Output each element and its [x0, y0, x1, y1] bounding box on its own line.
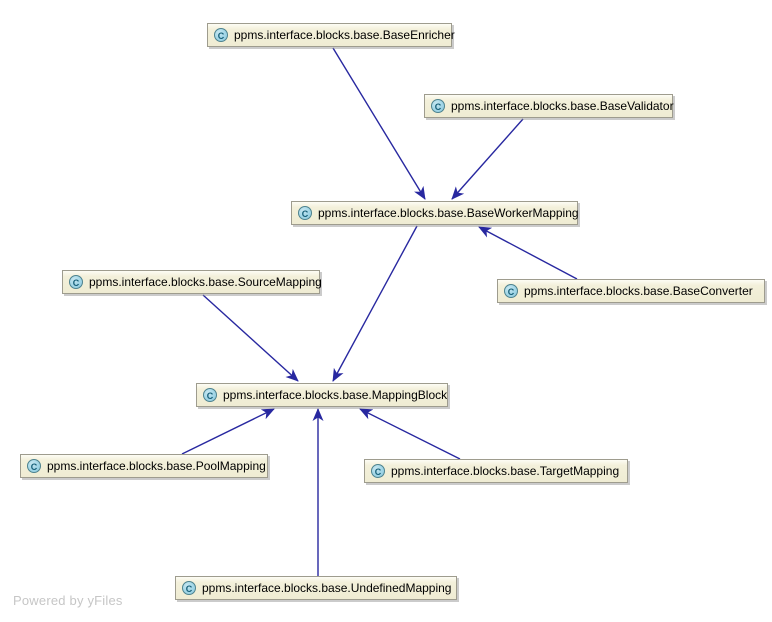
edge-source-mapping-to-mapping-block — [202, 294, 299, 382]
class-icon: C — [214, 28, 228, 42]
class-node-label: ppms.interface.blocks.base.UndefinedMapp… — [202, 581, 452, 595]
class-node-label: ppms.interface.blocks.base.MappingBlock — [223, 388, 448, 402]
class-icon: C — [371, 464, 385, 478]
class-icon: C — [298, 206, 312, 220]
class-node-label: ppms.interface.blocks.base.BaseWorkerMap… — [318, 206, 579, 220]
class-node-label: ppms.interface.blocks.base.BaseEnricher — [234, 28, 455, 42]
class-node-label: ppms.interface.blocks.base.PoolMapping — [47, 459, 266, 473]
yfiles-watermark: Powered by yFiles — [13, 593, 123, 608]
edge-base-validator-to-base-worker-mapping — [451, 118, 524, 200]
class-icon: C — [27, 459, 41, 473]
edge-base-enricher-to-base-worker-mapping — [332, 47, 426, 200]
class-node-label: ppms.interface.blocks.base.BaseValidator — [451, 99, 674, 113]
class-icon: C — [431, 99, 445, 113]
edge-base-worker-mapping-to-mapping-block — [332, 225, 418, 382]
class-icon: C — [69, 275, 83, 289]
class-icon: C — [504, 284, 518, 298]
class-icon: C — [182, 581, 196, 595]
class-icon: C — [203, 388, 217, 402]
class-node-label: ppms.interface.blocks.base.BaseConverter — [524, 284, 753, 298]
edge-target-mapping-to-mapping-block — [359, 408, 461, 460]
class-node-label: ppms.interface.blocks.base.TargetMapping — [391, 464, 620, 478]
class-node-label: ppms.interface.blocks.base.SourceMapping — [89, 275, 322, 289]
edge-base-converter-to-base-worker-mapping — [478, 226, 578, 280]
edge-pool-mapping-to-mapping-block — [181, 408, 275, 455]
